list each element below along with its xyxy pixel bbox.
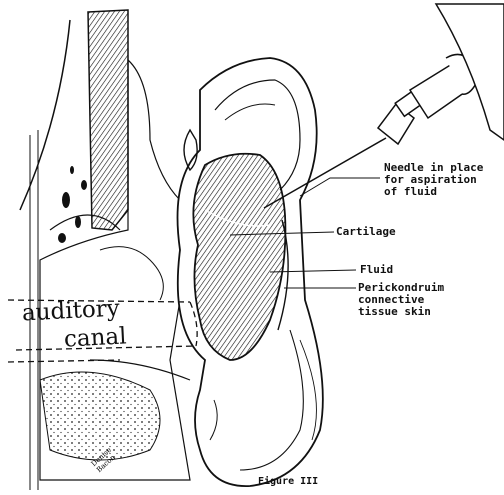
needle-label: Needle in place for aspiration of fluid	[384, 162, 483, 198]
needle-label-line-3: of fluid	[384, 186, 483, 198]
perichondrium-label-line-3: tissue skin	[358, 306, 444, 318]
auditory-canal-label-line-2: canal	[63, 323, 127, 352]
fluid-label: Fluid	[360, 264, 393, 276]
auditory-canal-label-line-1: auditory	[21, 295, 120, 326]
figure-caption: Figure III	[258, 476, 318, 488]
cartilage-label: Cartilage	[336, 226, 396, 238]
perichondrium-label: Perickondruim connective tissue skin	[358, 282, 444, 318]
